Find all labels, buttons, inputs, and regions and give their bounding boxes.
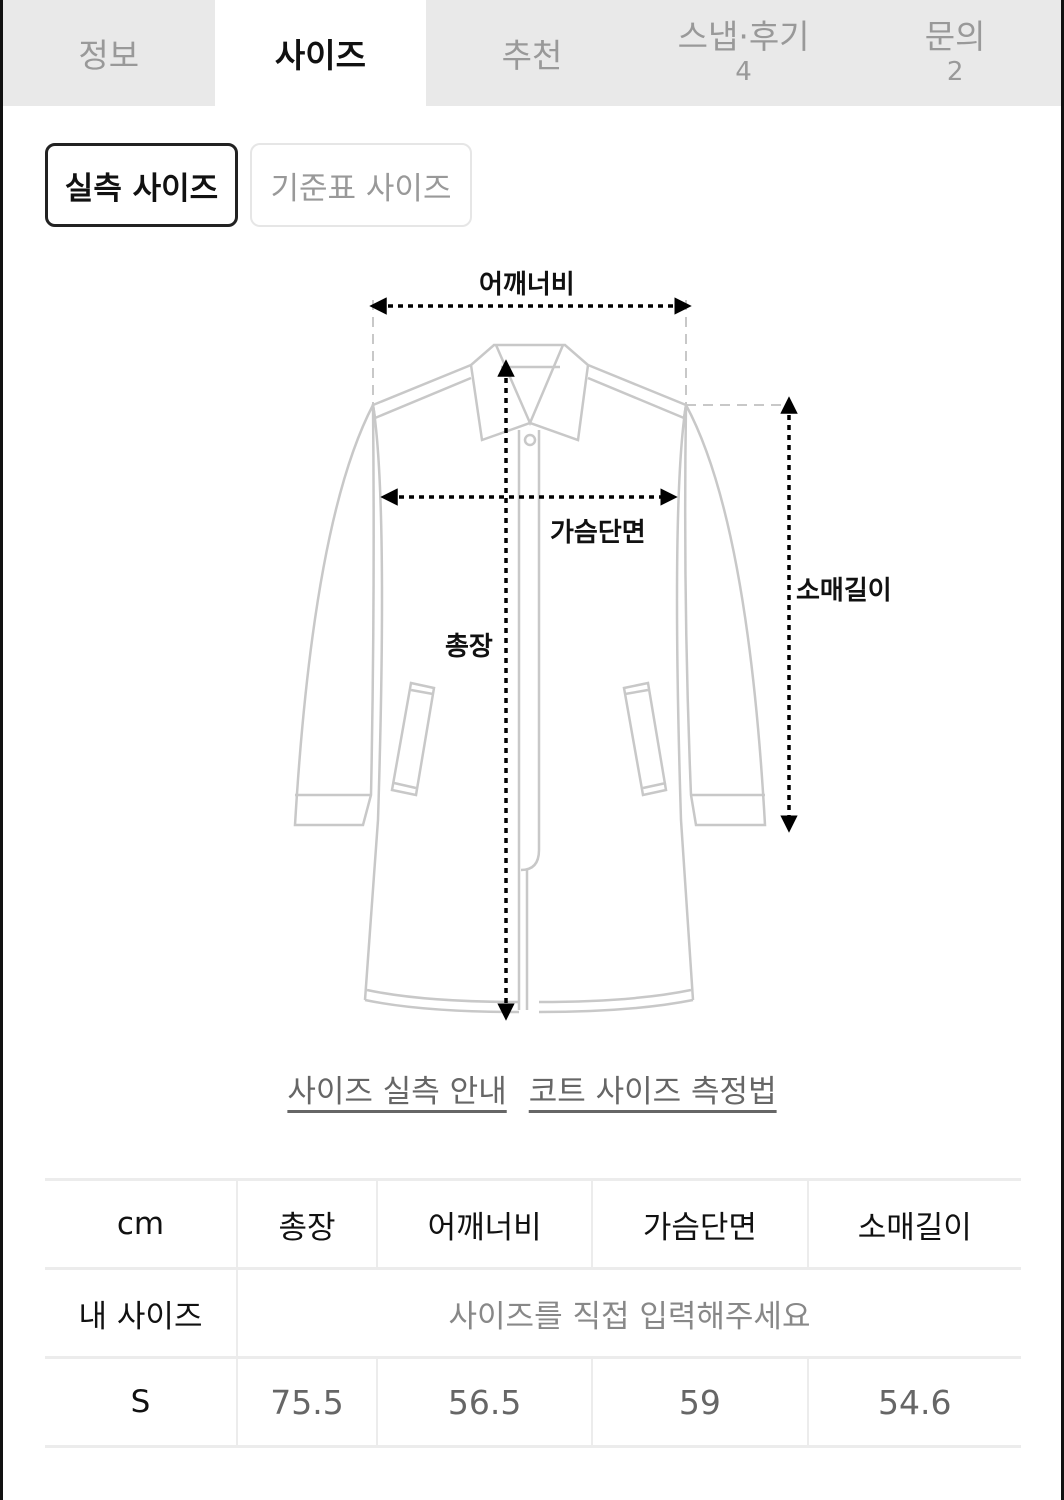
size-label: S — [45, 1357, 237, 1448]
tab-label: 추천 — [501, 36, 563, 75]
tab-label: 사이즈 — [274, 36, 366, 75]
value-cell: 59 — [591, 1357, 808, 1448]
tab-label: 문의 — [924, 17, 986, 56]
size-type-toggle: 실측 사이즈 기준표 사이즈 — [45, 143, 472, 227]
size-guide-link[interactable]: 사이즈 실측 안내 — [287, 1074, 507, 1110]
header-cell: 가슴단면 — [591, 1178, 808, 1270]
tab-info[interactable]: 정보 — [3, 0, 215, 106]
tab-bar: 정보 사이즈 추천 스냅·후기 4 문의 2 — [3, 0, 1061, 106]
length-label: 총장 — [445, 632, 493, 662]
my-size-input[interactable]: 사이즈를 직접 입력해주세요 — [236, 1268, 1021, 1359]
shoulder-label: 어깨너비 — [479, 270, 575, 300]
coat-measure-link[interactable]: 코트 사이즈 측정법 — [528, 1074, 777, 1110]
tab-count: 4 — [735, 57, 752, 87]
tab-label: 스냅·후기 — [677, 17, 810, 56]
coat-size-diagram: 어깨너비 가슴단면 총장 소매길이 — [3, 240, 1061, 1040]
unit-cell: cm — [45, 1178, 237, 1270]
size-table: cm 총장 어깨너비 가슴단면 소매길이 내 사이즈 사이즈를 직접 입력해주세… — [45, 1178, 1021, 1448]
tab-inquiry[interactable]: 문의 2 — [849, 0, 1061, 106]
coat-outline-icon — [293, 297, 798, 1021]
value-cell: 75.5 — [236, 1357, 377, 1448]
tab-count: 2 — [946, 57, 964, 87]
header-cell: 소매길이 — [806, 1178, 1021, 1270]
value-cell: 54.6 — [806, 1357, 1021, 1448]
tab-label: 정보 — [78, 36, 140, 75]
tab-size[interactable]: 사이즈 — [214, 0, 427, 106]
tab-snap-review[interactable]: 스냅·후기 4 — [638, 0, 850, 106]
my-size-row: 내 사이즈 사이즈를 직접 입력해주세요 — [45, 1268, 1021, 1359]
measured-size-button[interactable]: 실측 사이즈 — [45, 143, 238, 227]
header-cell: 어깨너비 — [375, 1178, 593, 1270]
value-cell: 56.5 — [375, 1357, 593, 1448]
tab-recommend[interactable]: 추천 — [426, 0, 638, 106]
chest-label: 가슴단면 — [550, 518, 646, 548]
my-size-label: 내 사이즈 — [45, 1268, 237, 1359]
table-row: S 75.5 56.5 59 54.6 — [45, 1357, 1021, 1448]
sleeve-label: 소매길이 — [796, 576, 892, 606]
size-guide-links: 사이즈 실측 안내 코트 사이즈 측정법 — [3, 1066, 1061, 1111]
table-header-row: cm 총장 어깨너비 가슴단면 소매길이 — [45, 1178, 1021, 1270]
header-cell: 총장 — [236, 1178, 377, 1270]
standard-size-button[interactable]: 기준표 사이즈 — [250, 143, 472, 227]
